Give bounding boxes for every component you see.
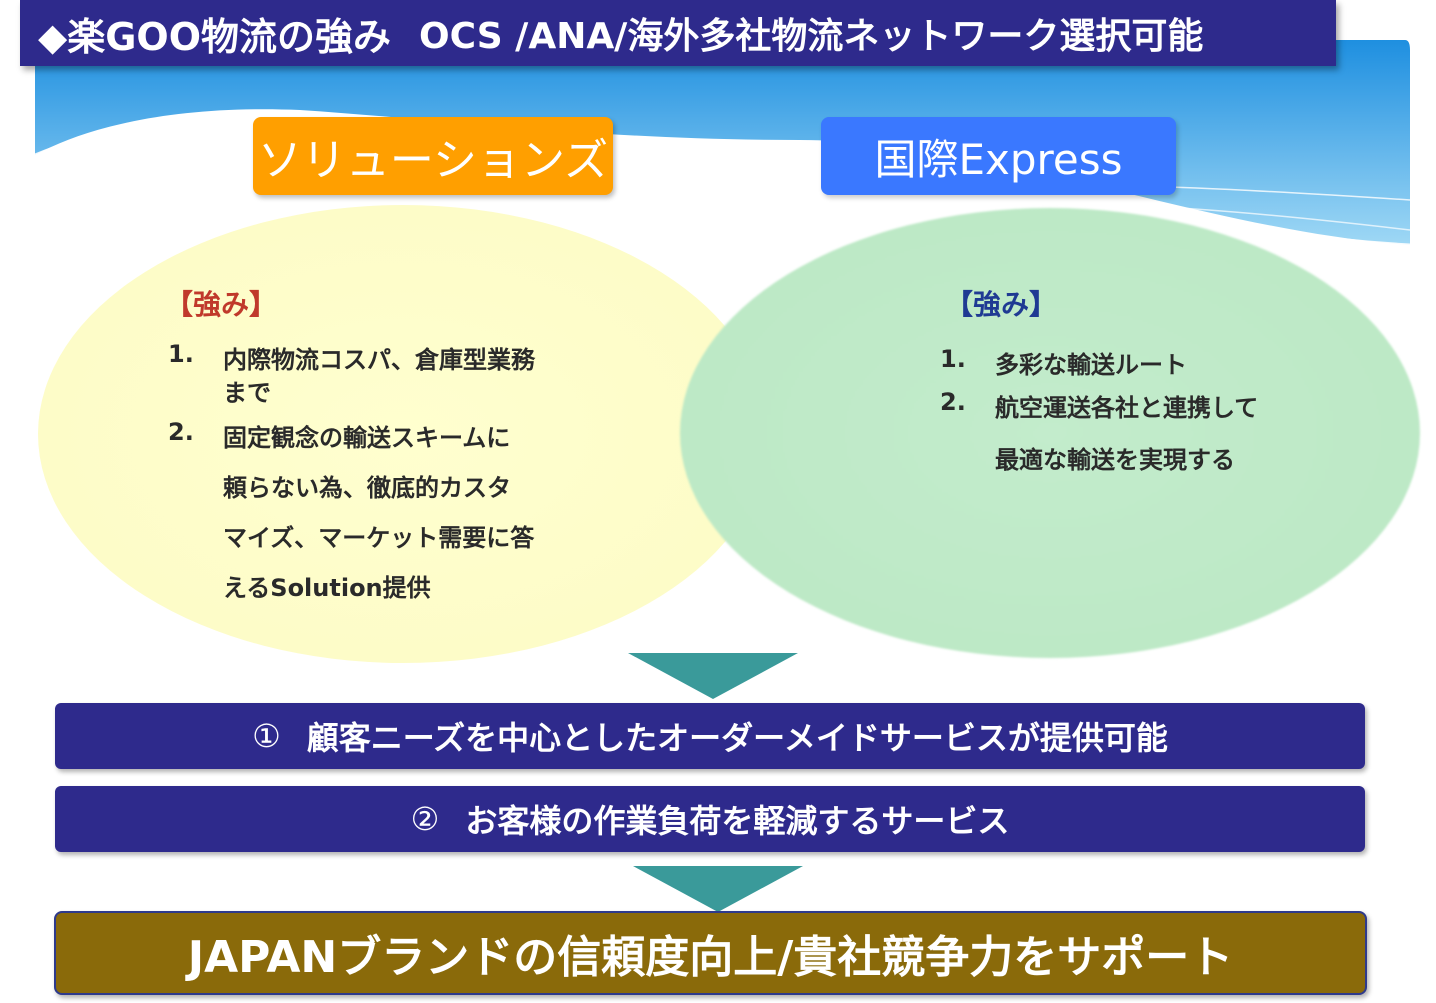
benefit-marker: ① [252, 717, 281, 755]
express-label: 国際Express [874, 134, 1123, 184]
list-item-number: 1. [940, 345, 966, 373]
solutions-strength-heading: 【強み】 [165, 288, 278, 321]
list-item-text: 航空運送各社と連携して [995, 394, 1259, 422]
list-item-text: マイズ、マーケット需要に答 [223, 524, 535, 552]
list-item-number: 2. [940, 388, 966, 416]
solutions-label: ソリューションズ [257, 135, 609, 186]
page-title: ◆楽GOO物流の強み [38, 14, 392, 59]
page-title-bar: ◆楽GOO物流の強み OCS /ANA/海外多社物流ネットワーク選択可能 [20, 0, 1336, 66]
express-strength-list: 1. 多彩な輸送ルート 2. 航空運送各社と連携して 最適な輸送を実現する [940, 345, 1340, 485]
down-arrow-icon [628, 653, 798, 699]
solutions-label-box: ソリューションズ [253, 117, 613, 195]
benefit-text: お客様の作業負荷を軽減するサービス [465, 802, 1010, 840]
solutions-ellipse [38, 205, 768, 663]
list-item-text: 最適な輸送を実現する [995, 446, 1235, 474]
down-arrow-icon [633, 866, 803, 912]
benefit-marker: ② [410, 800, 440, 838]
list-item-text: 頼らない為、徹底的カスタ [223, 474, 511, 502]
list-item-text: 固定観念の輸送スキームに [223, 424, 511, 452]
benefit-bar-1: ① 顧客ニーズを中心としたオーダーメイドサービスが提供可能 [55, 703, 1365, 769]
express-ellipse [680, 208, 1420, 658]
list-item-text: 多彩な輸送ルート [995, 351, 1187, 379]
solutions-strength-list: 1. 内際物流コスパ、倉庫型業務 まで 2. 固定観念の輸送スキームに 頼らない… [168, 340, 588, 620]
conclusion-bar: JAPANブランドの信頼度向上/貴社競争力をサポート [54, 911, 1367, 995]
express-strength-heading: 【強み】 [945, 288, 1058, 321]
list-item-text: 内際物流コスパ、倉庫型業務 [223, 346, 535, 374]
express-label-box: 国際Express [821, 117, 1176, 195]
page-subtitle: OCS /ANA/海外多社物流ネットワーク選択可能 [419, 16, 1204, 57]
list-item-number: 1. [168, 340, 194, 368]
conclusion-text: JAPANブランドの信頼度向上/貴社競争力をサポート [187, 932, 1234, 983]
benefit-bar-2: ② お客様の作業負荷を軽減するサービス [55, 786, 1365, 852]
list-item-number: 2. [168, 418, 194, 446]
benefit-text: 顧客ニーズを中心としたオーダーメイドサービスが提供可能 [306, 719, 1168, 757]
list-item-text: えるSolution提供 [223, 574, 431, 602]
list-item-text: まで [223, 379, 271, 407]
